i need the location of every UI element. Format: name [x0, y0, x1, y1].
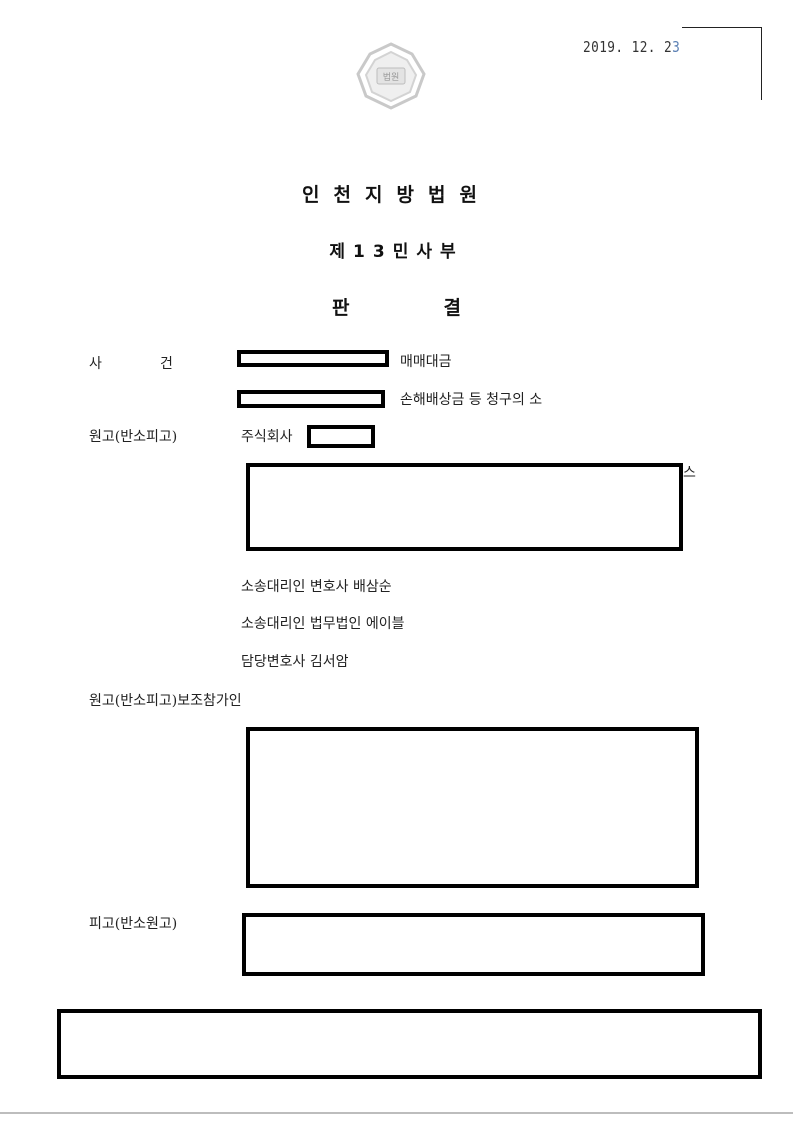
- stamp-frame-top: [682, 27, 762, 28]
- redaction-intervenor-details: [246, 727, 699, 888]
- doc-type-left: 판: [332, 297, 350, 319]
- plaintiff-rep-1: 소송대리인 변호사 배삼순: [241, 579, 392, 595]
- plaintiff-partial-suffix: 스: [683, 465, 696, 481]
- intervenor-label: 원고(반소피고)보조참가인: [89, 693, 242, 709]
- plaintiff-rep-2: 소송대리인 법무법인 에이블: [241, 616, 405, 632]
- redaction-case-number-2: [237, 390, 385, 408]
- redaction-plaintiff-address: [246, 463, 683, 551]
- receipt-date-stamp: 2019. 12. 23: [583, 38, 680, 56]
- stamp-frame-right: [761, 27, 762, 100]
- plaintiff-label: 원고(반소피고): [89, 429, 178, 445]
- plaintiff-rep-3: 담당변호사 김서암: [241, 654, 349, 670]
- redaction-defendant-details: [242, 913, 705, 976]
- redaction-plaintiff-name: [307, 425, 375, 448]
- plaintiff-company-prefix: 주식회사: [241, 429, 293, 445]
- receipt-date-last-digit: 3: [672, 38, 681, 56]
- court-seal-icon: 법원: [356, 42, 426, 110]
- defendant-label: 피고(반소원고): [89, 916, 178, 932]
- receipt-date-main: 2019. 12. 2: [583, 38, 673, 56]
- seal-text: 법원: [383, 72, 400, 83]
- division-name: 제13민사부: [329, 242, 464, 262]
- doc-type-right: 결: [443, 297, 461, 319]
- case-label-b: 건: [160, 356, 173, 372]
- court-name: 인천지방법원: [302, 184, 491, 206]
- case2-suffix: 손해배상금 등 청구의 소: [400, 392, 543, 408]
- case-label-a: 사: [89, 356, 102, 372]
- page-bottom-edge: [0, 1112, 793, 1114]
- redaction-bottom-block: [57, 1009, 762, 1079]
- redaction-case-number-1: [237, 350, 389, 367]
- case1-suffix: 매매대금: [400, 354, 452, 370]
